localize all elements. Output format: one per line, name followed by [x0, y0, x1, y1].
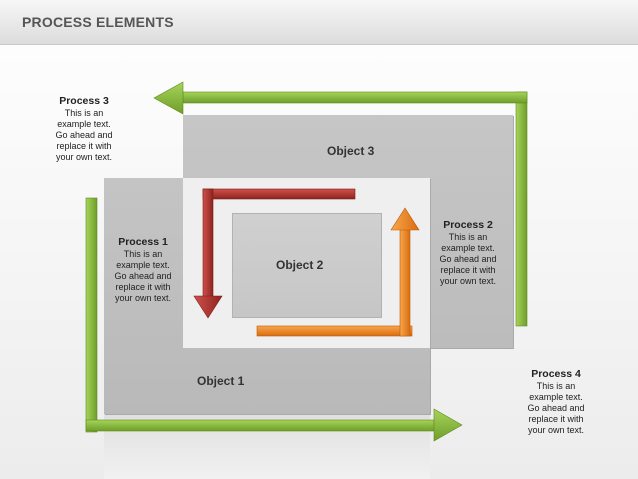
process-1-body: This is an example text. Go ahead and re… — [114, 249, 172, 303]
process-4-heading: Process 4 — [531, 368, 581, 380]
process-1-text: Process 1 This is an example text. Go ah… — [107, 236, 179, 304]
process-1-heading: Process 1 — [118, 236, 168, 248]
red-arrow — [193, 188, 356, 319]
object-2-box — [232, 213, 382, 318]
orange-arrow — [256, 207, 420, 337]
object-3-label: Object 3 — [327, 144, 375, 158]
green-arrow-bottom — [85, 197, 463, 442]
process-2-text: Process 2 This is an example text. Go ah… — [432, 219, 504, 287]
process-3-heading: Process 3 — [59, 95, 109, 107]
title-bar: PROCESS ELEMENTS — [0, 0, 638, 45]
process-4-text: Process 4 This is an example text. Go ah… — [520, 368, 592, 436]
process-3-text: Process 3 This is an example text. Go ah… — [48, 95, 120, 163]
process-4-body: This is an example text. Go ahead and re… — [527, 381, 585, 435]
green-arrow-top — [153, 81, 528, 327]
process-3-body: This is an example text. Go ahead and re… — [55, 108, 113, 162]
object-2-label: Object 2 — [276, 258, 324, 272]
page-title: PROCESS ELEMENTS — [22, 14, 174, 30]
process-2-heading: Process 2 — [443, 219, 493, 231]
process-2-body: This is an example text. Go ahead and re… — [439, 232, 497, 286]
object-1-label: Object 1 — [197, 374, 245, 388]
